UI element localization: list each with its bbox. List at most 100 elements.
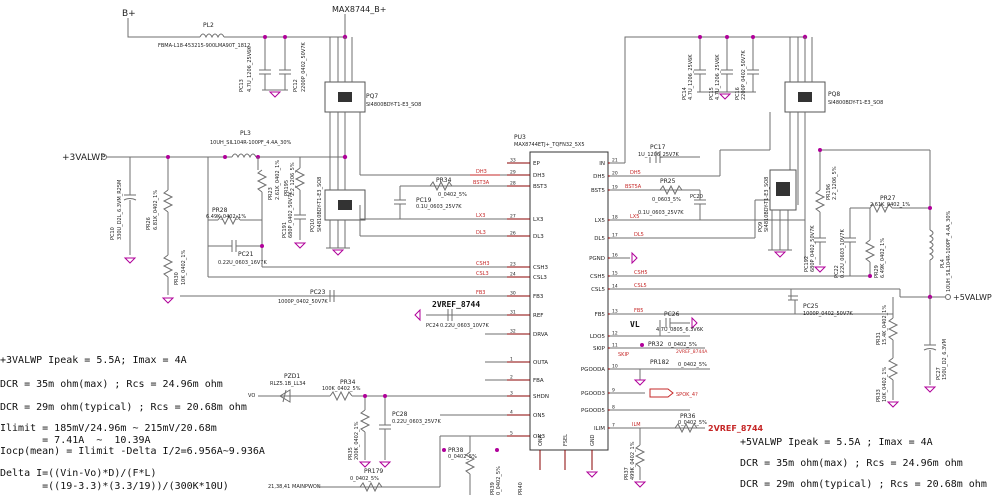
ic-pin-name: CSH3 bbox=[533, 265, 548, 271]
pr39-ref: PR39 bbox=[490, 482, 496, 495]
ic-pin-number: 31 bbox=[510, 310, 516, 316]
enable-network: VO PZD1 RLZ5.1B_LL34 PR34 100K_0402_5% P… bbox=[248, 373, 524, 495]
ic-pin-name: PGOOD3 bbox=[581, 391, 605, 397]
ic-pin-number: 3 bbox=[510, 391, 513, 397]
net-spok: SPOK_4? bbox=[676, 392, 698, 398]
net-vo: VO bbox=[248, 393, 255, 399]
pl4-inductor bbox=[928, 229, 934, 261]
ic-pin-number: 30 bbox=[510, 291, 516, 297]
ic-pin-name: PGOODA bbox=[581, 367, 605, 373]
ic-pin-name: ONA bbox=[538, 434, 544, 446]
pc14-value: 4.7U_1206_25V6K bbox=[688, 54, 694, 100]
pr37-value: 499K_0402_1% bbox=[630, 441, 636, 480]
ic-pin-number: 19 bbox=[612, 185, 618, 191]
pr31-ref: PR31 bbox=[876, 332, 882, 345]
pc10-value: 330U_D2L_6.3VM_R25M bbox=[117, 180, 123, 240]
pc13-ref: PC13 bbox=[239, 79, 245, 92]
note-left-0: +3VALWP Ipeak = 5.5A; Imax = 4A bbox=[0, 355, 187, 366]
pc12-value: 2200P_0402_50V7K bbox=[301, 42, 307, 92]
pzd1-ref: PZD1 bbox=[284, 373, 300, 380]
ic-pin-name: EP bbox=[533, 161, 540, 167]
pq10-ref: PQ10 bbox=[310, 219, 316, 232]
ic-pin-name: DL5 bbox=[594, 236, 605, 242]
note-right-2: DCR = 29m ohm(typical) ; Rcs = 20.68m oh… bbox=[740, 479, 987, 490]
pc13-value: 4.7U_1206_25V6K bbox=[247, 46, 253, 92]
ic-pin-number: 5 bbox=[510, 431, 513, 437]
net-5valwp: +5VALWP bbox=[953, 293, 992, 302]
ic-pin-name: DH3 bbox=[533, 173, 545, 179]
pc25-ref: PC25 bbox=[803, 303, 819, 310]
pq9-ref: PQ9 bbox=[758, 222, 764, 232]
pr38-ref: PR38 bbox=[448, 447, 464, 454]
pr182-value: 0_0402_5% bbox=[678, 362, 707, 368]
note-left-6: Delta I=((Vin-Vo)*D)/(F*L) bbox=[0, 468, 157, 479]
pu3-ic: PU3 MAX8744ETJ+_TQFN32_5X5 EP33DH329BST3… bbox=[507, 134, 625, 478]
ic-pin-name: REF bbox=[533, 313, 543, 319]
ic-pin-name: PGND bbox=[589, 256, 605, 262]
pc27-value: 150U_D2_6.3VM bbox=[942, 339, 948, 380]
net-mainpwon-ref: 21,38,41 bbox=[268, 484, 290, 490]
net-mainpwon: MAINPWON bbox=[292, 484, 321, 490]
pc192-value: 680P_0402_50V7K bbox=[810, 225, 816, 272]
pc15-value: 4.7U_1206_25V6K bbox=[715, 54, 721, 100]
right-input-section: PC14 4.7U_1206_25V6K PC15 4.7U_1206_25V6… bbox=[624, 34, 808, 150]
ic-pin-number: 14 bbox=[612, 284, 618, 290]
ic-pin-number: 4 bbox=[510, 410, 513, 416]
ic-pin-name: SKIP bbox=[593, 346, 606, 352]
pl2-value: FBMA-L18-453215-900LMA90T_1812 bbox=[158, 43, 250, 49]
note-left-5: Iocp(mean) = Ilimit -Delta I/2=6.956A~9.… bbox=[0, 446, 265, 457]
pr36-value: 0_0402_5% bbox=[678, 420, 707, 426]
ic-pin-name: CSH5 bbox=[590, 274, 605, 280]
pr195-ref: PR195 bbox=[284, 180, 290, 196]
ic-pin-name: OUTA bbox=[533, 360, 548, 366]
note-right-1: DCR = 35m ohm(max) ; Rcs = 24.96m ohm bbox=[740, 458, 963, 469]
notes-left: +3VALWP Ipeak = 5.5A; Imax = 4A DCR = 35… bbox=[0, 355, 265, 492]
ic-pin-number: 8 bbox=[612, 405, 615, 411]
pl4-value: 10UH_SIL104R-100PF_4.4A_30% bbox=[946, 210, 952, 292]
pr38-value: 0_0402_5% bbox=[448, 454, 477, 460]
net-vref-out: 2VREF_8744A bbox=[676, 349, 708, 355]
pr31-value: 15.4K_0402_1% bbox=[882, 305, 888, 345]
pr30-value: 10K_0402_1% bbox=[181, 249, 187, 285]
pr35-value: 200K_0402_1% bbox=[354, 421, 360, 460]
ic-pin-name: BST3 bbox=[533, 184, 548, 190]
pzd1-value: RLZ5.1B_LL34 bbox=[270, 381, 306, 387]
pc19-ref: PC19 bbox=[416, 197, 432, 204]
pu3-ref: PU3 bbox=[514, 134, 526, 141]
ic-pin-name: CSL3 bbox=[533, 275, 547, 281]
net-bst5: BST5A bbox=[625, 184, 642, 190]
pq7-mosfet: PQ7 SI4800BDY-T1-E3_SO8 bbox=[324, 37, 421, 175]
ic-pin-name: SHDN bbox=[533, 394, 549, 400]
pr34b-ref: PR34 bbox=[340, 379, 356, 386]
pr23-value: 2.61K_0402_1% bbox=[275, 160, 281, 200]
ic-pin-number: 20 bbox=[612, 171, 618, 177]
ic-pin-number: 7 bbox=[612, 423, 615, 429]
pc21-ref: PC21 bbox=[238, 251, 254, 258]
pl3-ref: PL3 bbox=[240, 130, 251, 137]
pr32-value: 0_0402_5% bbox=[668, 342, 697, 348]
ic-pin-number: 18 bbox=[612, 215, 618, 221]
net-csh3: CSH3 bbox=[476, 261, 490, 267]
ic-pin-name: ILIM bbox=[594, 426, 605, 432]
pq9-mosfet: PQ9 SI4810BDY-T1-E3_SO8 bbox=[758, 169, 797, 258]
pc21-value: 0.22U_0603_16V7K bbox=[218, 260, 267, 266]
pu3-part: MAX8744ETJ+_TQFN32_5X5 bbox=[514, 142, 585, 148]
net-3valwp: +3VALWP bbox=[62, 153, 106, 163]
ic-pin-name: DH5 bbox=[593, 174, 605, 180]
pq7-value: SI4800BDY-T1-E3_SO8 bbox=[366, 102, 421, 108]
pr26-ref: PR26 bbox=[146, 217, 152, 230]
ic-pin-number: 27 bbox=[510, 214, 516, 220]
net-fb5: FB5 bbox=[634, 308, 644, 314]
net-vl: VL bbox=[630, 320, 640, 329]
pc20-ref: PC20 bbox=[690, 194, 703, 200]
pc22-ref: PC22 bbox=[834, 265, 840, 278]
net-lx5: LX5 bbox=[630, 214, 639, 220]
ic-pin-name: LDO5 bbox=[590, 334, 606, 340]
note-left-3: Ilimit = 185mV/24.96m ~ 215mV/20.68m bbox=[0, 423, 217, 434]
note-left-4: = 7.41A ~ 10.39A bbox=[0, 435, 151, 446]
pr28-value: 6.49K_0402_1% bbox=[206, 214, 246, 220]
pr25-resistor bbox=[659, 184, 683, 196]
ic-pin-number: 9 bbox=[612, 388, 615, 394]
ic-pin-name: ON3 bbox=[533, 434, 545, 440]
